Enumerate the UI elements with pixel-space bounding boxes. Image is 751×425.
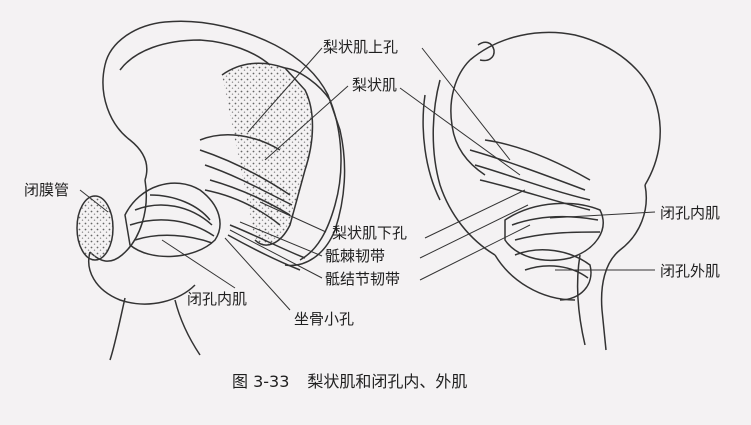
leader-lines <box>79 47 656 311</box>
label-piriformis-inferior-foramen: 梨状肌下孔 <box>332 224 408 242</box>
label-lesser-sciatic-foramen: 坐骨小孔 <box>294 310 355 328</box>
label-obturator-canal: 闭膜管 <box>24 181 70 199</box>
label-obturator-externus: 闭孔外肌 <box>660 262 721 280</box>
label-sacrotuberous-ligament: 骶结节韧带 <box>325 270 401 288</box>
label-piriformis-superior-foramen: 梨状肌上孔 <box>323 38 399 56</box>
figure-caption: 图 3-33 梨状肌和闭孔内、外肌 <box>232 372 467 392</box>
right-femur-drawing <box>422 31 661 351</box>
label-piriformis: 梨状肌 <box>352 76 398 94</box>
label-sacrospinous-ligament: 骶棘韧带 <box>325 247 386 265</box>
label-obturator-internus-left: 闭孔内肌 <box>187 290 248 308</box>
caption-title: 梨状肌和闭孔内、外肌 <box>307 372 468 391</box>
caption-number: 图 3-33 <box>232 372 290 391</box>
left-pelvis-drawing <box>76 20 346 361</box>
label-obturator-internus-right: 闭孔内肌 <box>660 204 721 222</box>
